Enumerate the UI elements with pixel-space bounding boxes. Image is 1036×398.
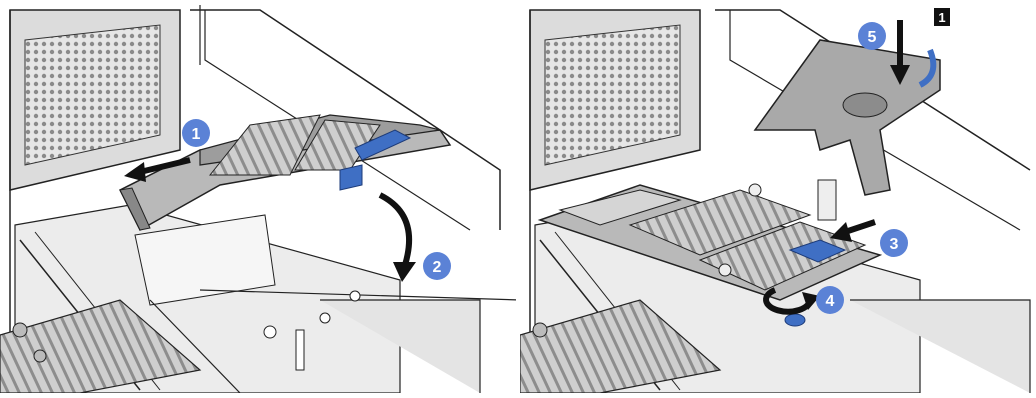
step-badge-1-label: 1 <box>192 126 201 143</box>
step-badge-5: 5 <box>858 22 886 50</box>
step-badge-2-label: 2 <box>433 259 442 276</box>
left-panel-illustration: 1 2 <box>0 0 516 393</box>
right-panel-install-module: 3 4 5 1 <box>520 0 1036 393</box>
right-panel-illustration: 3 4 5 1 <box>520 0 1036 393</box>
arrow-slide-in <box>830 222 875 242</box>
step-badge-3: 3 <box>880 229 908 257</box>
panel-divider <box>517 0 519 393</box>
left-panel-remove-module: 1 2 <box>0 0 516 393</box>
arrow-rotate-down <box>380 195 416 282</box>
step-badge-3-label: 3 <box>890 236 899 253</box>
step-badge-4-label: 4 <box>826 293 835 310</box>
air-baffle <box>755 40 940 195</box>
step-badge-5-label: 5 <box>868 29 877 46</box>
callout-square-1-label: 1 <box>938 10 945 25</box>
step-badge-4: 4 <box>816 286 844 314</box>
step-badge-1: 1 <box>182 119 210 147</box>
step-badge-2: 2 <box>423 252 451 280</box>
callout-square-1: 1 <box>934 8 950 26</box>
